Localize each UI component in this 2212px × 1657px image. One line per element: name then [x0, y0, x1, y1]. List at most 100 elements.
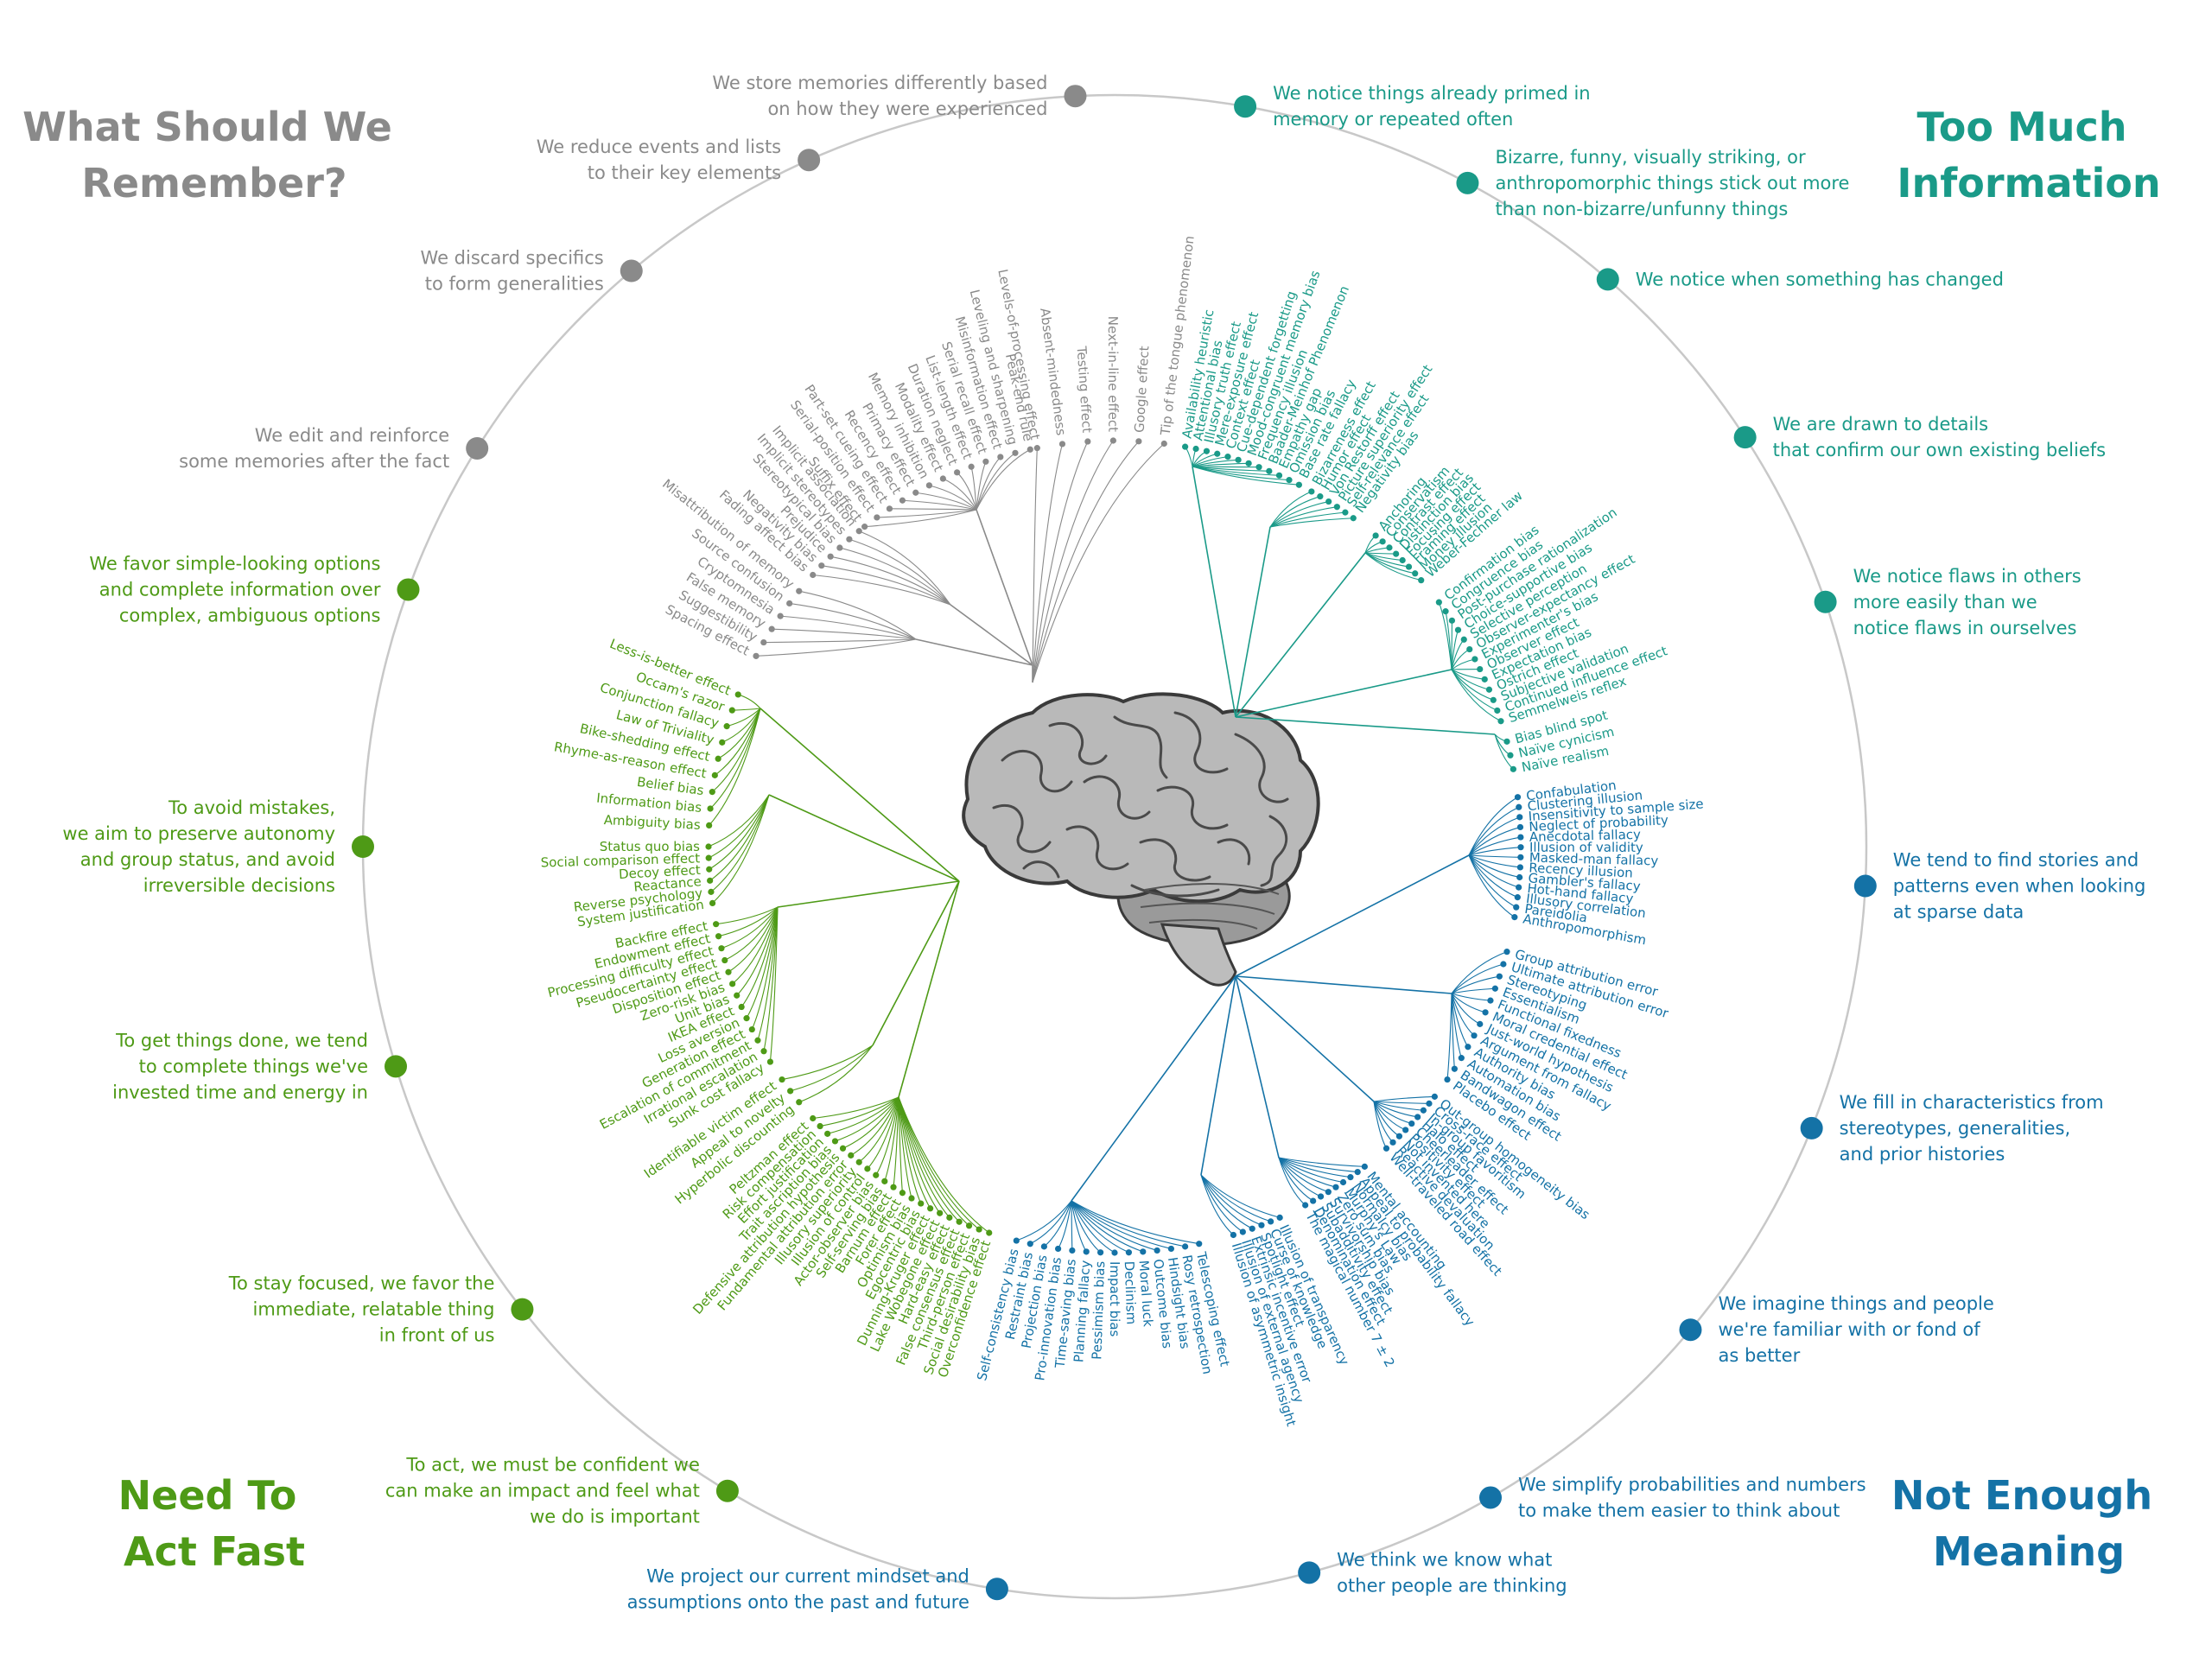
leaf-branch — [712, 794, 770, 904]
bias-dot — [1258, 1222, 1265, 1228]
trunk-branch — [1235, 854, 1470, 977]
leaf-branch — [1269, 491, 1313, 528]
leaf-branch — [1451, 669, 1498, 711]
bias-dot — [1477, 665, 1484, 673]
bias-dot — [760, 638, 767, 646]
leaf-branch — [789, 602, 917, 640]
bias-dot — [1494, 707, 1501, 714]
leaf-branch — [1494, 733, 1511, 756]
bias-label: Anecdotal fallacy — [1529, 827, 1642, 845]
bias-dot — [743, 1015, 750, 1022]
trunk-branch — [777, 880, 960, 908]
group-node — [385, 1055, 408, 1078]
leaf-branch — [1278, 1157, 1329, 1193]
bias-dot — [1477, 1020, 1484, 1027]
bias-dot — [1517, 844, 1524, 851]
leaf-branch — [1192, 466, 1300, 486]
bias-dot — [719, 739, 726, 746]
bias-dot — [946, 1214, 953, 1221]
bias-dot — [709, 899, 716, 907]
leaf-branch — [1451, 669, 1494, 701]
bias-dot — [725, 968, 732, 975]
bias-dot — [1487, 997, 1494, 1004]
bias-dot — [748, 1025, 755, 1033]
leaf-branch — [1373, 1101, 1418, 1118]
bias-dot — [1500, 961, 1507, 968]
group-node — [1298, 1561, 1321, 1584]
brain-folds — [992, 711, 1289, 898]
group-node — [1853, 874, 1877, 898]
bias-dot — [1325, 498, 1332, 505]
bias-dot — [738, 1003, 745, 1011]
bias-dot — [1069, 1247, 1076, 1254]
bias-dot — [1513, 904, 1520, 911]
bias-dot — [1516, 864, 1523, 871]
bias-dot — [796, 1099, 803, 1106]
bias-dot — [1058, 441, 1066, 448]
bias-dot — [1361, 1163, 1368, 1170]
bias-dot — [766, 1058, 774, 1065]
bias-dot — [734, 691, 741, 698]
leaf-branch — [708, 794, 770, 859]
bias-dot — [810, 1114, 817, 1122]
leaf-branch — [898, 1096, 990, 1234]
leaf-branch — [812, 1096, 899, 1120]
leaf-branch — [1373, 1101, 1412, 1125]
bias-dot — [1435, 599, 1442, 606]
leaf-branch — [1468, 854, 1520, 879]
leaf-branch — [859, 530, 951, 606]
leaf-branch — [728, 906, 779, 973]
cerebrum — [962, 692, 1320, 904]
bias-dot — [754, 1037, 761, 1044]
bias-dot — [1160, 440, 1167, 448]
bias-dot — [873, 1171, 880, 1178]
bias-dot — [810, 571, 817, 579]
leaf-branch — [898, 1096, 903, 1193]
leaf-branch — [781, 1044, 874, 1081]
leaf-branch — [1451, 975, 1500, 994]
bias-dot — [848, 1152, 855, 1159]
bias-dot — [796, 587, 803, 594]
leaf-branch — [1445, 611, 1452, 670]
leaf-branch — [864, 509, 977, 528]
bias-dot — [836, 544, 843, 551]
trunk-branch — [760, 708, 960, 882]
trunk-branch — [976, 509, 1033, 666]
leaf-branch — [1071, 1200, 1129, 1254]
bias-dot — [886, 505, 893, 512]
leaf-branch — [732, 708, 761, 711]
bias-dot — [786, 600, 793, 607]
group-node — [1456, 171, 1479, 194]
group-node — [798, 149, 821, 172]
leaf-branch — [738, 694, 761, 709]
bias-dot — [1510, 765, 1516, 772]
leaf-branch — [1071, 1200, 1087, 1253]
bias-dot — [1517, 854, 1524, 860]
bias-dot — [1033, 445, 1040, 452]
leaf-branch — [821, 565, 951, 606]
bias-dot — [1466, 645, 1473, 653]
bias-dot — [1339, 1178, 1347, 1186]
bias-dot — [1083, 1248, 1090, 1255]
leaf-branch — [1032, 448, 1038, 683]
bias-dot — [1182, 443, 1189, 450]
bias-dot — [1503, 949, 1510, 955]
bias-dot — [1426, 1100, 1433, 1107]
bias-dot — [715, 755, 721, 762]
bias-dot — [1414, 1114, 1421, 1121]
trunk-branch — [915, 638, 1033, 666]
leaf-branch — [889, 508, 977, 511]
group-node — [620, 259, 643, 283]
leaf-branch — [976, 448, 1031, 511]
quadrant-title-meaning: Not Enough Meaning — [1891, 1472, 2166, 1575]
leaf-branch — [763, 906, 779, 1051]
bias-dot — [839, 1145, 847, 1152]
leaf-branch — [1278, 1157, 1358, 1173]
